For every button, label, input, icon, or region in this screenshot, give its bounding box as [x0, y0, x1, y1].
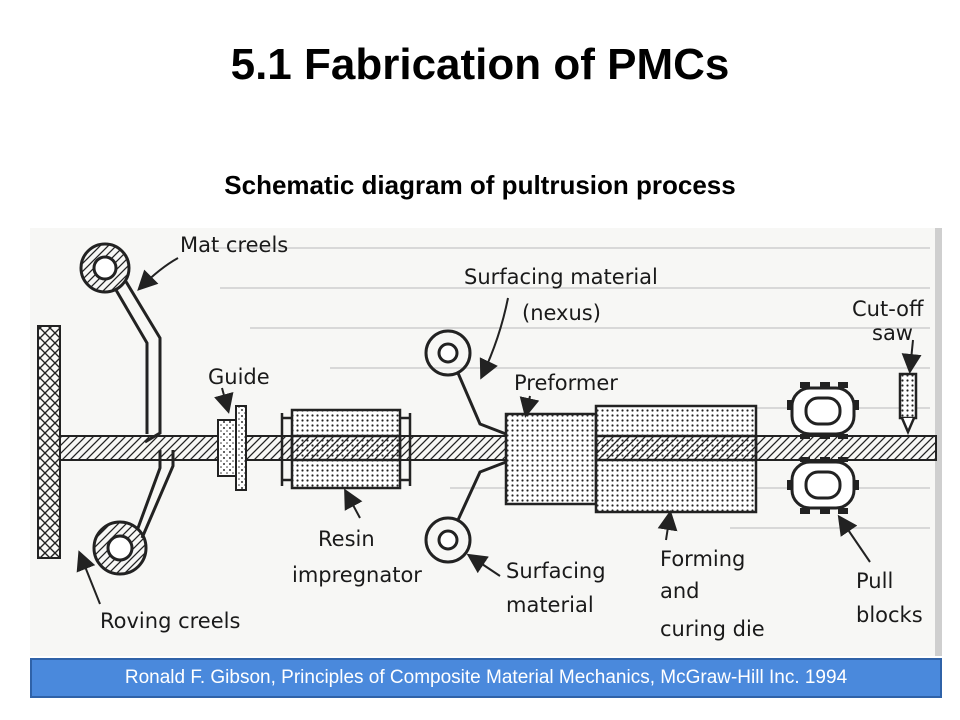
leader-arrows [76, 257, 922, 605]
label-surfacing-material-bottom-line2: material [506, 593, 594, 617]
slide-title: 5.1 Fabrication of PMCs [230, 40, 730, 89]
label-pull-blocks-line2: blocks [856, 603, 923, 627]
surfacing-material-top-icon [424, 329, 507, 436]
label-pull-blocks-line1: Pull [856, 569, 893, 593]
label-resin-impregnator-line2: impregnator [292, 563, 422, 587]
label-forming-curing-die-line1: Forming [660, 547, 745, 571]
forming-curing-die-icon [594, 404, 758, 514]
page-edge [935, 228, 942, 656]
pultrusion-diagram: Mat creels Guide Surfacing material (nex… [30, 228, 942, 656]
citation-text: Ronald F. Gibson, Principles of Composit… [124, 667, 848, 688]
surfacing-material-bottom-icon [424, 460, 507, 564]
preformer-icon [504, 412, 598, 506]
label-resin-impregnator-line1: Resin [318, 527, 375, 551]
label-surfacing-material-top-line2: (nexus) [522, 301, 601, 325]
slide-subtitle: Schematic diagram of pultrusion process [224, 170, 736, 200]
label-surfacing-material-bottom-line1: Surfacing [506, 559, 606, 583]
label-cut-off-saw-line1: Cut-off [852, 297, 924, 321]
pull-blocks-icon [787, 382, 859, 514]
label-cut-off-saw-line2: saw [872, 321, 913, 345]
label-forming-curing-die-line3: curing die [660, 617, 765, 641]
resin-impregnator-icon [280, 408, 412, 490]
citation-bar: Ronald F. Gibson, Principles of Composit… [30, 658, 942, 698]
creel-wall [37, 325, 61, 559]
label-forming-curing-die-line2: and [660, 579, 700, 603]
mat-creel-icon [79, 242, 162, 444]
cut-off-saw-icon [898, 372, 918, 436]
label-preformer: Preformer [514, 371, 618, 395]
label-mat-creels: Mat creels [180, 233, 288, 257]
guide-icon [217, 405, 247, 491]
label-surfacing-material-top-line1: Surfacing material [464, 265, 658, 289]
label-roving-creels: Roving creels [100, 609, 240, 633]
label-guide: Guide [208, 365, 270, 389]
fiber-strand [59, 435, 937, 461]
